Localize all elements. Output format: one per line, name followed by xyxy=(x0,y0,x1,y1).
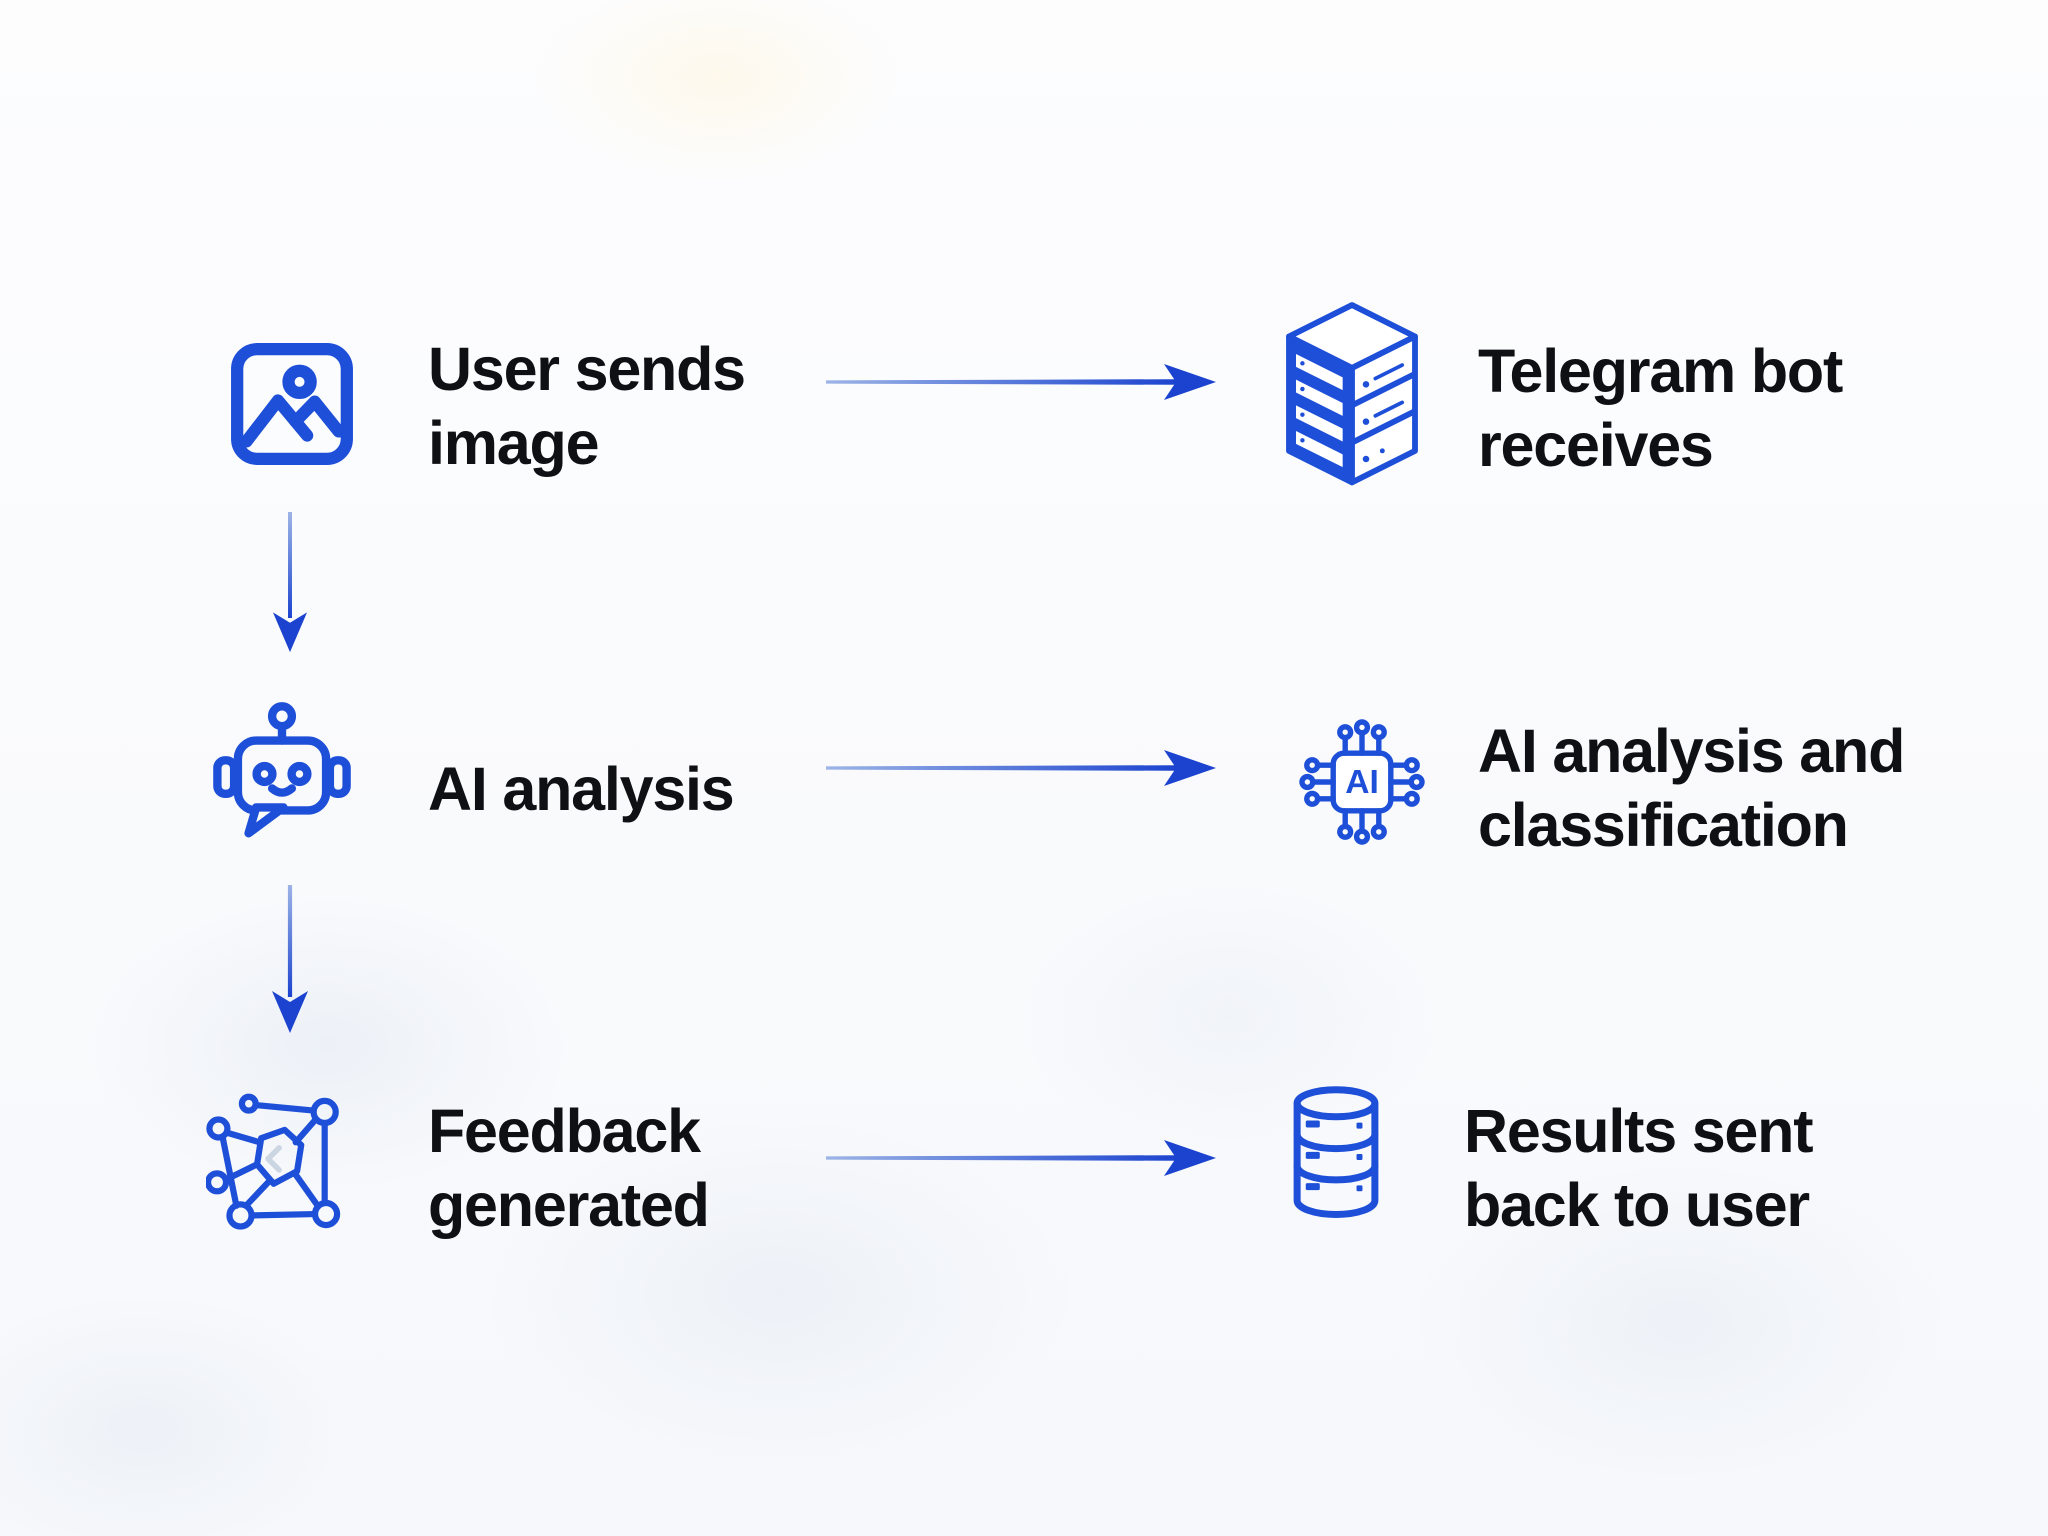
step-label-feedback-generated: Feedback generated xyxy=(428,1094,710,1243)
arrow-down-icon xyxy=(266,884,314,1036)
server-icon xyxy=(1282,296,1422,496)
step-label-user-sends-image: User sends image xyxy=(428,332,746,481)
step-label-ai-analysis-classification: AI analysis and classification xyxy=(1478,714,1905,863)
arrow-right-icon xyxy=(826,360,1218,406)
step-label-telegram-bot-receives: Telegram bot receives xyxy=(1478,334,1843,483)
step-label-line: back to user xyxy=(1464,1171,1810,1240)
arrow-down-icon xyxy=(266,512,314,654)
step-label-line: User sends xyxy=(428,335,746,403)
arrow-right-icon xyxy=(826,746,1218,792)
step-label-line: classification xyxy=(1478,791,1849,860)
step-label-line: Telegram bot xyxy=(1478,337,1843,405)
step-label-line: generated xyxy=(428,1171,710,1240)
step-label-line: receives xyxy=(1478,411,1714,480)
step-label-line: image xyxy=(428,409,600,478)
ai-chip-icon: AI xyxy=(1296,716,1428,848)
network-icon xyxy=(206,1090,344,1236)
step-label-line: Results sent xyxy=(1464,1097,1814,1165)
arrow-right-icon xyxy=(826,1136,1218,1182)
step-label-line: AI analysis and xyxy=(1478,717,1905,785)
step-label-line: AI analysis xyxy=(428,755,735,823)
robot-icon xyxy=(206,698,358,850)
image-icon xyxy=(222,334,362,474)
step-label-line: Feedback xyxy=(428,1097,701,1165)
database-icon xyxy=(1282,1078,1390,1230)
step-label-ai-analysis: AI analysis xyxy=(428,752,735,826)
step-label-results-sent-back: Results sent back to user xyxy=(1464,1094,1814,1243)
ai-chip-label: AI xyxy=(1345,764,1379,801)
